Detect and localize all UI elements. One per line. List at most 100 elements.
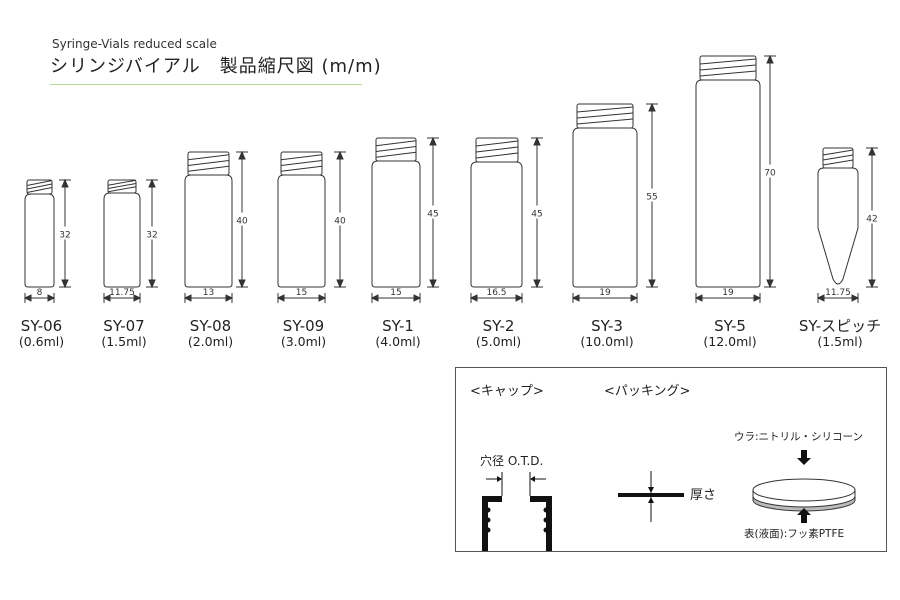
thread-line (187, 160, 230, 166)
height-value: 70 (764, 169, 776, 179)
arrowhead-icon (23, 294, 56, 302)
page-title: シリンジバイアル 製品縮尺図 (m/m) (50, 56, 382, 77)
cap-cross-section-icon (482, 472, 552, 551)
width-value: 11.75 (825, 288, 851, 298)
thread-line (107, 186, 137, 193)
arrowhead-icon (469, 294, 524, 302)
thread-line (576, 112, 634, 119)
height-value: 45 (427, 210, 438, 220)
width-value: 19 (599, 288, 611, 298)
cap-heading: <キャップ> (470, 384, 544, 399)
thread-line (375, 151, 417, 158)
thread-line (822, 154, 854, 161)
vial-volume: (12.0ml) (703, 334, 756, 349)
packing-disc-icon (752, 450, 856, 523)
vial-volume: (2.0ml) (188, 334, 233, 349)
vial-neck (576, 103, 634, 129)
vial-volume: (10.0ml) (580, 334, 633, 349)
vial-body (103, 192, 141, 288)
vial-neck (107, 179, 137, 194)
vial-body (371, 160, 421, 288)
vial-name: SY-1 (382, 317, 414, 335)
vial-name: SY-5 (714, 317, 746, 335)
vial-name: SY-2 (483, 317, 515, 335)
vial-name: SY-09 (283, 317, 324, 335)
thread-line (107, 179, 137, 186)
thread-line (187, 154, 230, 161)
cap-packing-legend-box: <キャップ> <パッキング> 穴径 O.T.D. 厚さ ウラ:ニトリル・シリコー… (455, 367, 887, 552)
vial-name: SY-06 (21, 317, 62, 335)
height-value: 32 (146, 231, 157, 241)
vial-volume: (1.5ml) (817, 334, 862, 349)
arrowhead-icon (571, 294, 639, 302)
subtitle: Syringe-Vials reduced scale (52, 37, 217, 51)
vial-body (184, 174, 233, 288)
thread-line (26, 187, 53, 193)
arrowhead-icon (102, 294, 142, 302)
arrowhead-icon (148, 178, 156, 289)
arrowhead-icon (868, 146, 876, 289)
back-material-label: ウラ:ニトリル・シリコーン (734, 431, 864, 443)
vial-neck (26, 179, 53, 195)
vial-body (277, 174, 326, 288)
arrowhead-icon (336, 150, 344, 289)
thread-line (280, 165, 323, 172)
vial-name: SY-3 (591, 317, 623, 335)
vial-volume: (5.0ml) (476, 334, 521, 349)
arrowhead-icon (238, 150, 246, 289)
height-value: 45 (531, 210, 542, 220)
height-value: 32 (59, 231, 70, 241)
width-value: 11.75 (109, 288, 135, 298)
hole-diameter-label: 穴径 O.T.D. (480, 454, 544, 468)
thread-line (475, 140, 519, 147)
vial-neck (475, 137, 519, 163)
thread-line (375, 146, 417, 152)
packing-thickness-icon (618, 471, 684, 522)
width-value: 13 (203, 288, 214, 298)
vial-volume: (4.0ml) (375, 334, 420, 349)
thread-line (475, 146, 519, 153)
vial-volume: (3.0ml) (281, 334, 326, 349)
vial-neck (822, 147, 854, 169)
vial-body (470, 161, 523, 288)
arrowhead-icon (429, 136, 437, 289)
thread-line (576, 118, 634, 125)
thread-line (699, 58, 757, 65)
thread-line (822, 149, 854, 156)
vial-name: SY-スピッチ (799, 317, 881, 335)
thread-line (280, 160, 323, 166)
thread-line (699, 70, 757, 77)
vial-volume: (1.5ml) (101, 334, 146, 349)
legend-illustrations (482, 450, 856, 551)
vial-body (24, 193, 55, 288)
height-value: 55 (646, 193, 657, 203)
width-value: 15 (296, 288, 307, 298)
thread-line (576, 106, 634, 113)
vial-body (572, 127, 638, 288)
height-value: 40 (334, 217, 346, 227)
thread-line (187, 165, 230, 172)
arrowhead-icon (648, 102, 656, 289)
vial-name: SY-08 (190, 317, 231, 335)
arrowhead-icon (370, 294, 422, 302)
vial-SY-5: 45 16.5SY-2(5.0ml) (469, 136, 545, 349)
arrowhead-icon (816, 294, 860, 302)
thread-line (475, 152, 519, 159)
thread-line (822, 159, 854, 166)
vial-body (817, 167, 859, 285)
arrowhead-icon (766, 54, 774, 289)
arrowhead-icon (694, 294, 762, 302)
thread-line (375, 140, 417, 147)
width-value: 8 (37, 288, 43, 298)
title-underline (50, 84, 362, 85)
front-material-label: 表(液面):フッ素PTFE (744, 528, 845, 540)
thread-line (107, 183, 137, 189)
width-value: 16.5 (486, 288, 506, 298)
